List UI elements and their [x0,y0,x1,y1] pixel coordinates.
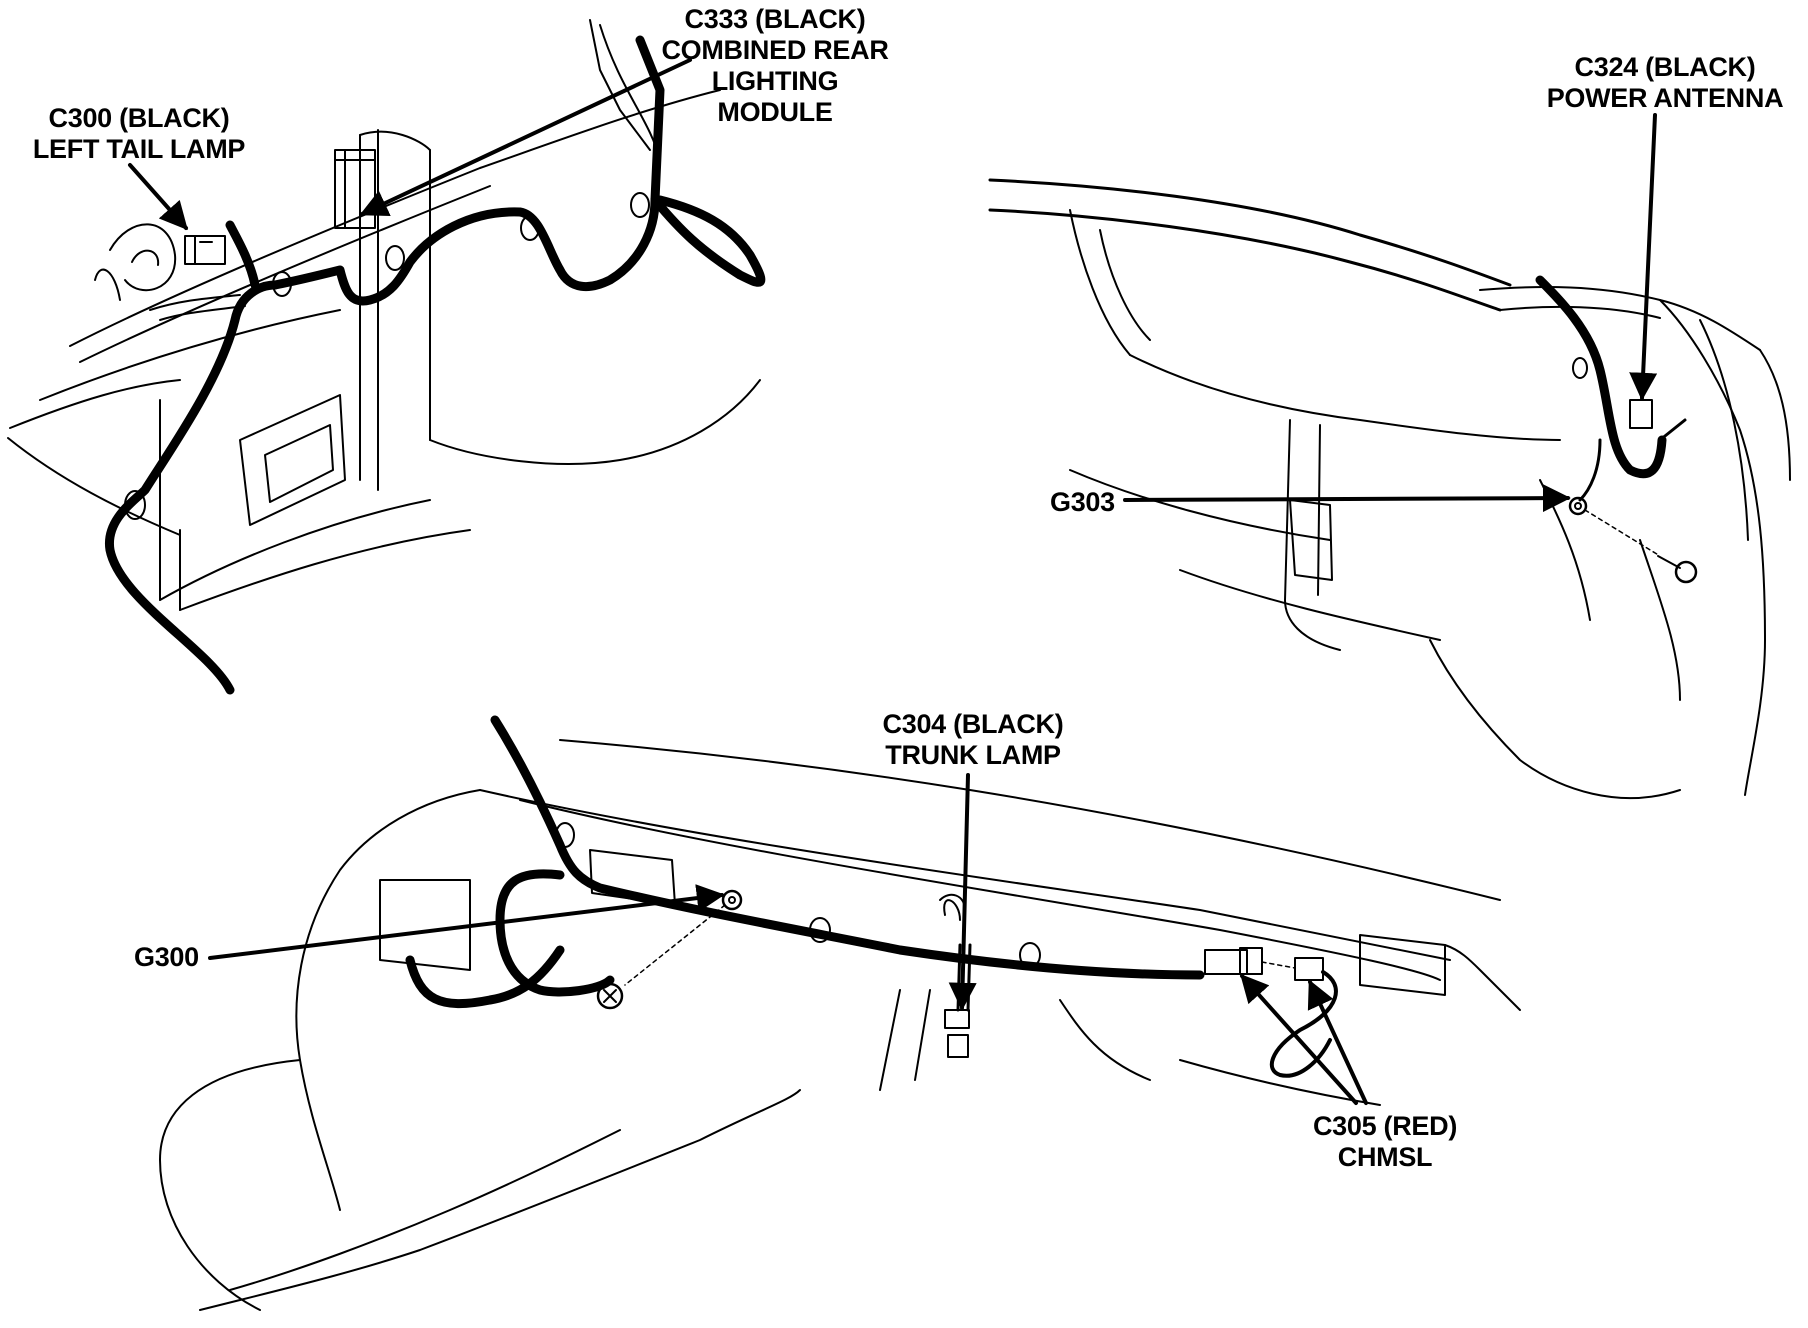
callout-c305: C305 (RED) CHMSL [1300,1111,1470,1173]
callout-c333-line2: COMBINED REAR [661,35,889,65]
callout-c300-line2: LEFT TAIL LAMP [32,134,246,164]
view-power-antenna-area [988,178,1791,800]
callout-c304: C304 (BLACK) TRUNK LAMP [868,709,1078,771]
leader-arrows-top-right [1123,113,1658,513]
callout-c333-line4: MODULE [717,97,833,127]
callout-c324: C324 (BLACK) POWER ANTENNA [1530,52,1800,114]
callout-c304-line1: C304 (BLACK) [882,709,1064,739]
callout-c305-line1: C305 (RED) [1312,1111,1458,1141]
callout-c324-line2: POWER ANTENNA [1546,83,1784,113]
leader-arrows-top-left [128,58,692,231]
callout-g303: G303 [1050,487,1115,518]
callout-c304-line2: TRUNK LAMP [885,740,1061,770]
callout-c324-line1: C324 (BLACK) [1574,52,1756,82]
callout-c333-line3: LIGHTING [711,66,839,96]
callout-c333-line1: C333 (BLACK) [684,4,866,34]
callout-c300: C300 (BLACK) LEFT TAIL LAMP [14,103,264,165]
callout-g300: G300 [134,942,199,973]
leader-arrows-bottom [208,773,1368,1105]
callout-g300-line1: G300 [134,942,199,972]
callout-c305-line2: CHMSL [1337,1142,1433,1172]
callout-g303-line1: G303 [1050,487,1115,517]
view-trunk-panel-area [159,715,1521,1311]
callout-c333: C333 (BLACK) COMBINED REAR LIGHTING MODU… [645,4,905,128]
callout-c300-line1: C300 (BLACK) [48,103,230,133]
